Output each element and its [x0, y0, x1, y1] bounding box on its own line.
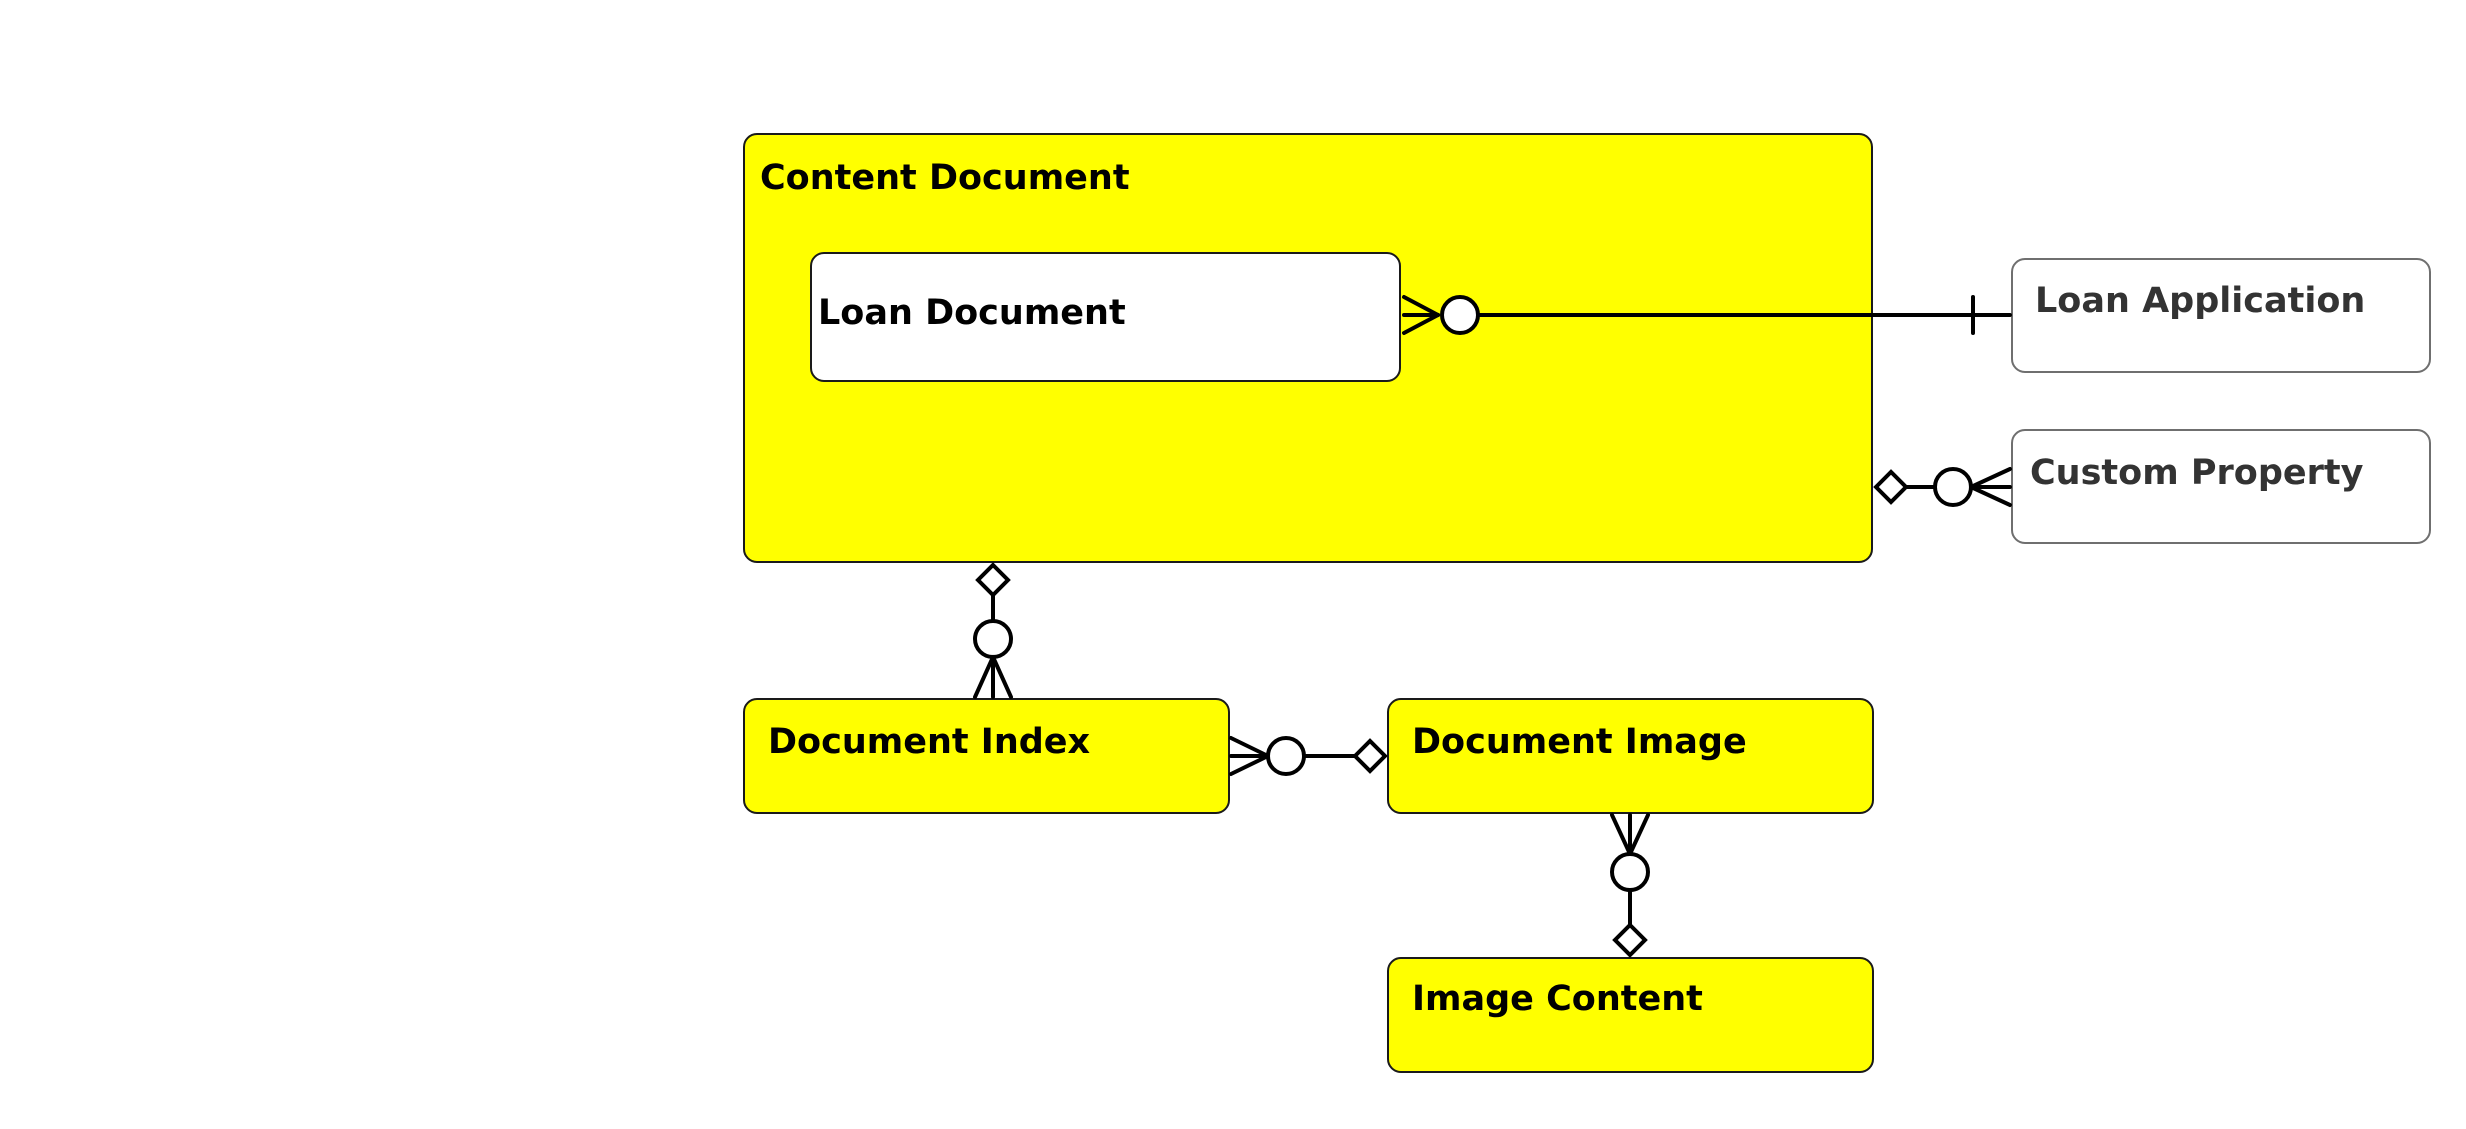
entity-document-index[interactable]: Document Index	[743, 698, 1230, 814]
entity-image-content[interactable]: Image Content	[1387, 957, 1874, 1073]
connector-content-document-custom-property	[1873, 467, 2012, 507]
entity-label-image-content: Image Content	[1412, 979, 1703, 1019]
entity-loan-application[interactable]: Loan Application	[2011, 258, 2431, 373]
entity-label-content-document: Content Document	[760, 158, 1130, 198]
entity-label-loan-application: Loan Application	[2035, 281, 2366, 321]
entity-label-document-index: Document Index	[768, 722, 1091, 762]
entity-label-loan-document: Loan Document	[818, 293, 1126, 333]
entity-label-custom-property: Custom Property	[2030, 453, 2364, 493]
connector-document-image-image-content	[1610, 813, 1650, 958]
entity-label-document-image: Document Image	[1412, 722, 1747, 762]
entity-custom-property[interactable]: Custom Property	[2011, 429, 2431, 544]
connector-content-document-document-index	[973, 562, 1013, 699]
connector-document-index-document-image	[1229, 736, 1388, 776]
entity-document-image[interactable]: Document Image	[1387, 698, 1874, 814]
entity-loan-document[interactable]: Loan Document	[810, 252, 1401, 382]
entity-content-document[interactable]: Content Document Loan Document	[743, 133, 1873, 563]
